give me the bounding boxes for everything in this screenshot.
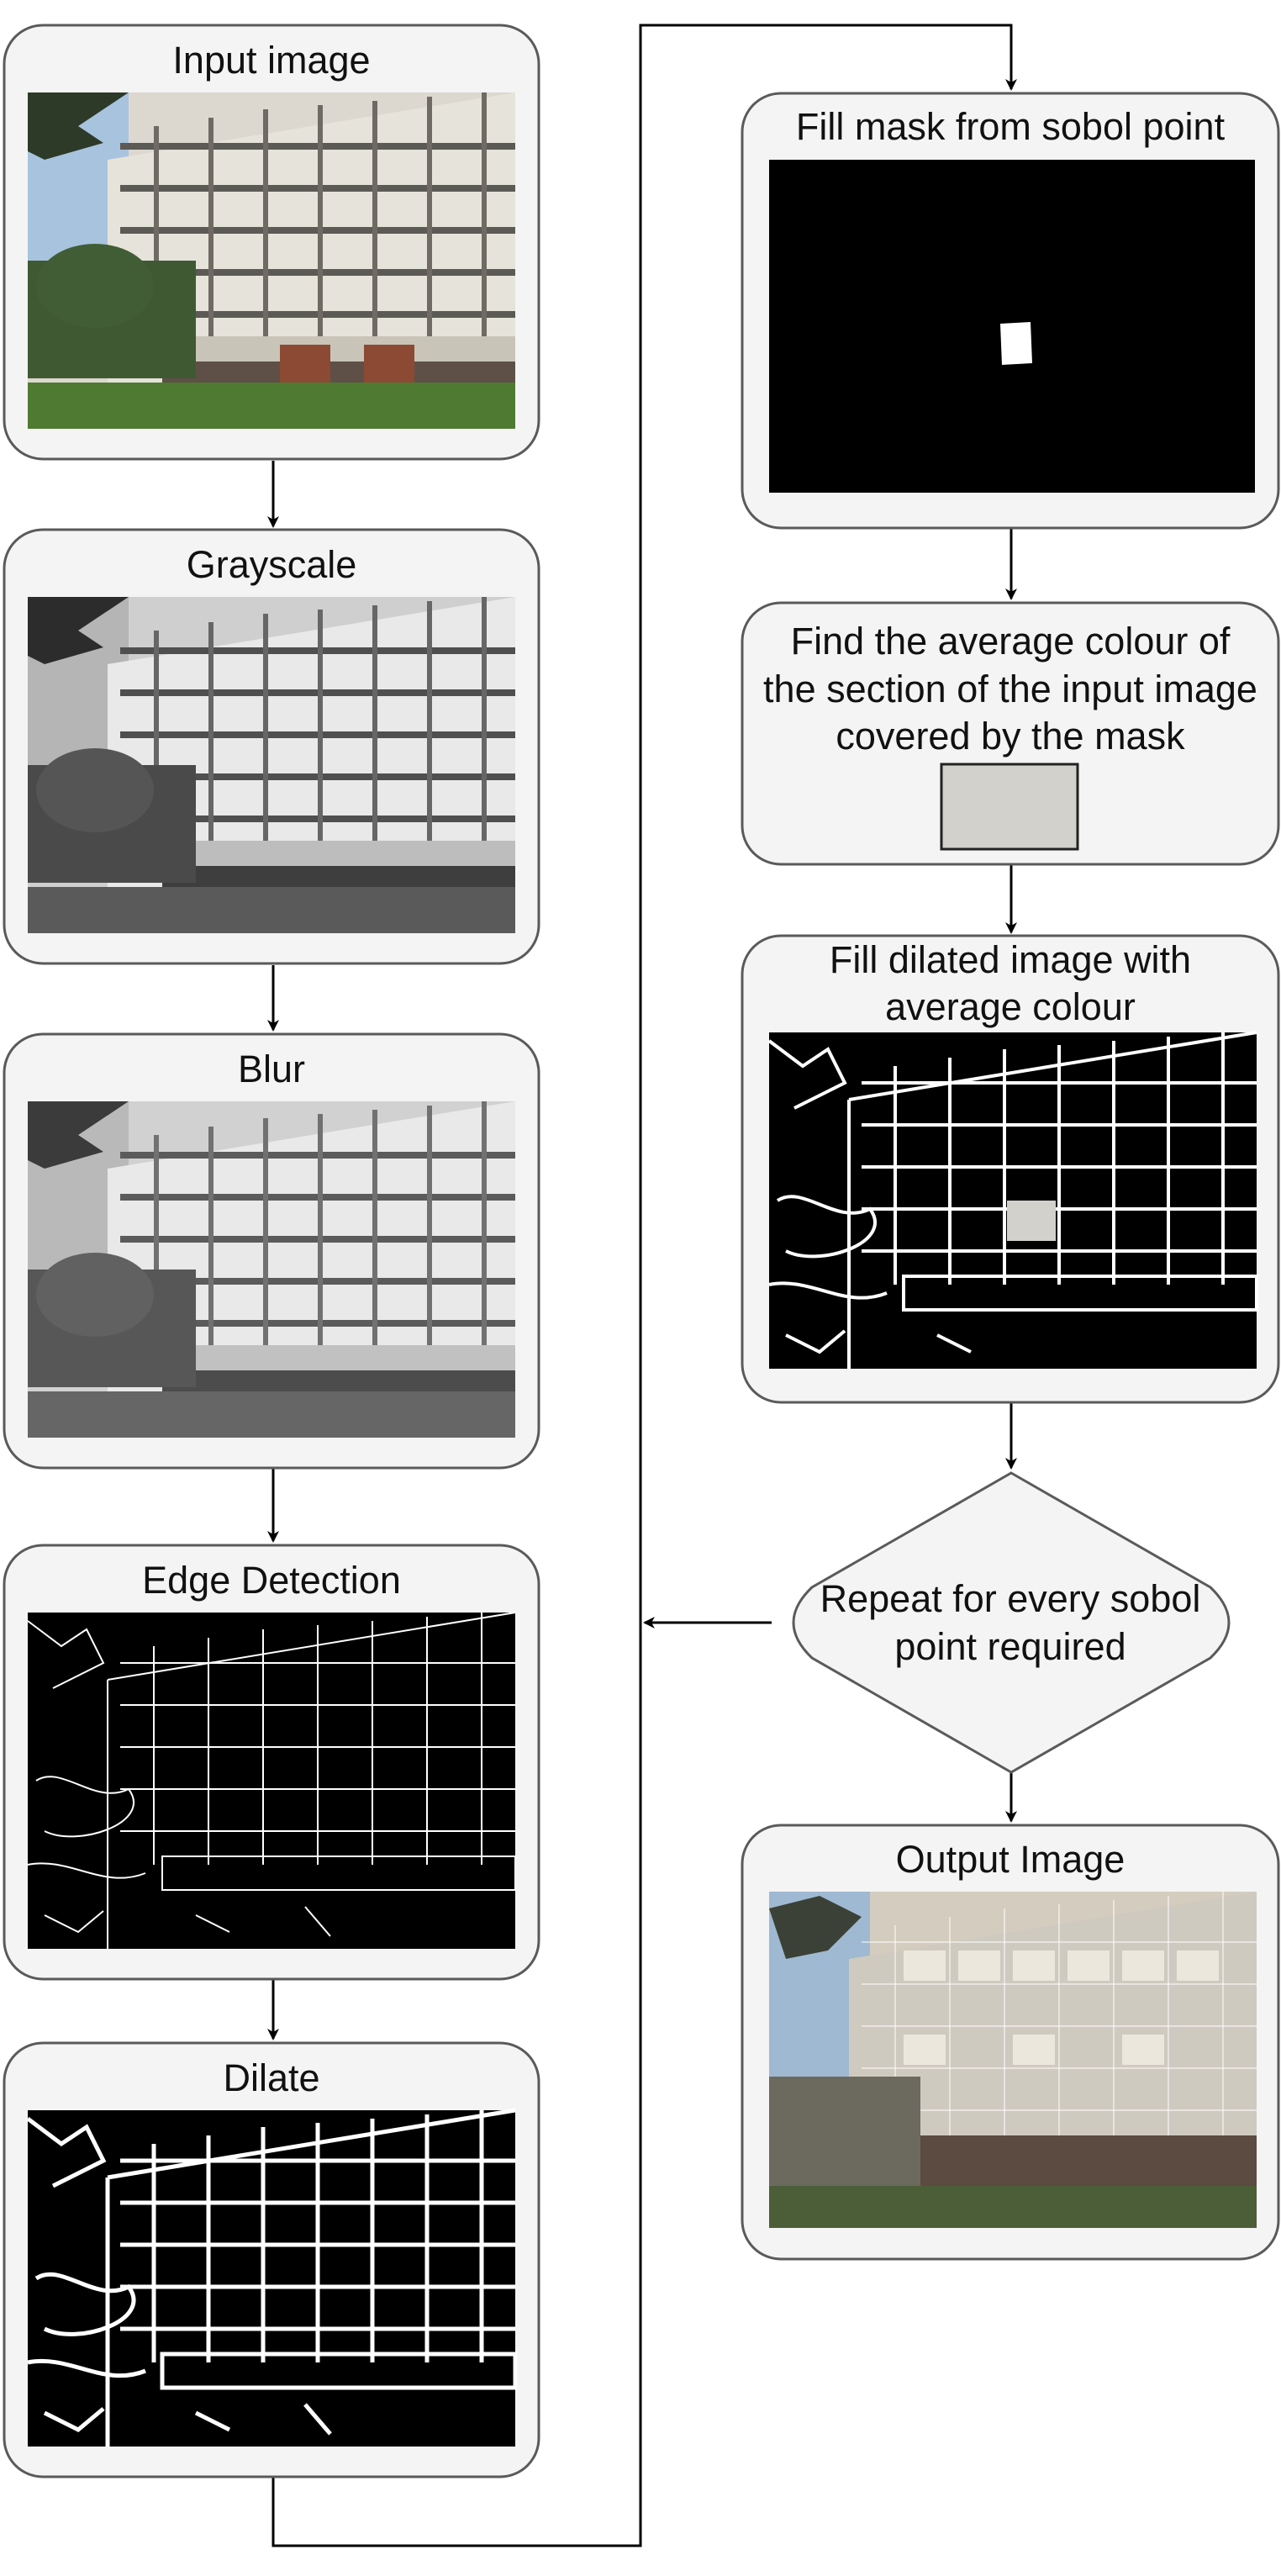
step-title-line-1: Fill dilated image with	[830, 938, 1191, 981]
step-title-line-1: Find the average colour of	[791, 620, 1231, 662]
step-average-colour: Find the average colour of the section o…	[741, 601, 1280, 866]
step-output-image: Output Image	[741, 1824, 1280, 2261]
decision-text-line-1: Repeat for every sobol	[820, 1577, 1201, 1620]
step-title: Input image	[172, 39, 370, 82]
step-edge-detection: Edge Detection	[3, 1544, 540, 1981]
step-title: Grayscale	[187, 543, 357, 586]
edge-photo	[27, 1612, 516, 1950]
mask-patch	[1000, 322, 1032, 365]
decision-diamond	[792, 1471, 1231, 1774]
step-fill-mask: Fill mask from sobol point	[741, 92, 1280, 530]
step-title: Output Image	[896, 1838, 1125, 1881]
step-blur: Blur	[3, 1032, 540, 1470]
connectors	[267, 24, 1017, 2547]
arrow-dilate-to-fill-mask	[271, 24, 1017, 2547]
decision-text-line-2: point required	[894, 1625, 1125, 1668]
dilate-photo	[27, 2109, 516, 2447]
step-box	[741, 601, 1280, 866]
step-title: Edge Detection	[142, 1559, 401, 1602]
blur-photo	[28, 1101, 515, 1438]
step-title: Fill mask from sobol point	[796, 105, 1226, 148]
output-photo	[768, 1891, 1257, 2229]
step-grayscale: Grayscale	[3, 528, 540, 965]
step-title-line-2: the section of the input image	[763, 668, 1257, 710]
step-repeat-decision: Repeat for every sobol point required	[792, 1471, 1231, 1774]
step-title: Dilate	[223, 2056, 319, 2099]
step-input-image: Input image	[3, 24, 540, 461]
filled-photo	[768, 1032, 1257, 1370]
step-dilate: Dilate	[3, 2041, 540, 2478]
step-fill-dilated: Fill dilated image with average colour	[741, 934, 1280, 1404]
step-title-line-2: average colour	[885, 985, 1136, 1028]
grayscale-photo	[28, 597, 515, 933]
average-colour-swatch	[940, 763, 1079, 851]
step-title: Blur	[238, 1048, 305, 1090]
step-title-line-3: covered by the mask	[836, 715, 1185, 757]
input-photo	[28, 92, 515, 429]
